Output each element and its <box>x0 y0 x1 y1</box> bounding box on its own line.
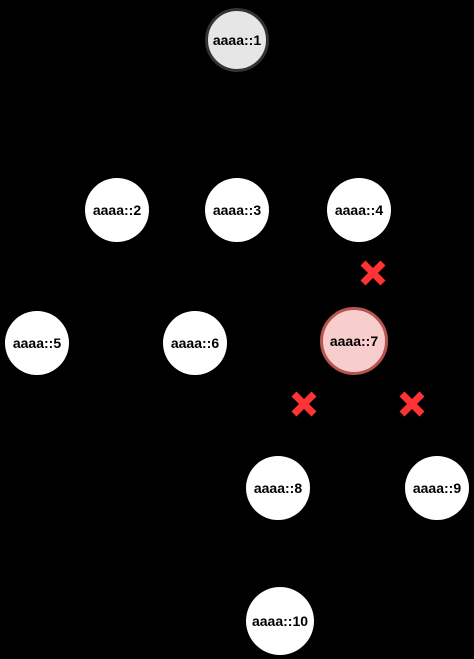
node-aaaa-7: aaaa::7 <box>320 307 388 375</box>
node-label: aaaa::3 <box>212 202 262 218</box>
node-label: aaaa::9 <box>412 480 462 496</box>
node-label: aaaa::5 <box>12 335 62 351</box>
node-aaaa-3: aaaa::3 <box>205 178 269 242</box>
node-aaaa-4: aaaa::4 <box>327 178 391 242</box>
node-label: aaaa::7 <box>329 333 379 349</box>
node-label: aaaa::10 <box>251 613 309 629</box>
cross-icon <box>289 389 319 419</box>
node-label: aaaa::1 <box>212 32 262 48</box>
node-aaaa-8: aaaa::8 <box>246 456 310 520</box>
node-aaaa-2: aaaa::2 <box>85 178 149 242</box>
node-aaaa-6: aaaa::6 <box>163 311 227 375</box>
cross-icon <box>358 258 388 288</box>
node-aaaa-9: aaaa::9 <box>405 456 469 520</box>
node-aaaa-5: aaaa::5 <box>5 311 69 375</box>
node-aaaa-1: aaaa::1 <box>205 8 269 72</box>
node-label: aaaa::4 <box>334 202 384 218</box>
node-label: aaaa::8 <box>253 480 303 496</box>
node-label: aaaa::6 <box>170 335 220 351</box>
node-aaaa-10: aaaa::10 <box>246 587 314 655</box>
node-label: aaaa::2 <box>92 202 142 218</box>
cross-icon <box>397 389 427 419</box>
